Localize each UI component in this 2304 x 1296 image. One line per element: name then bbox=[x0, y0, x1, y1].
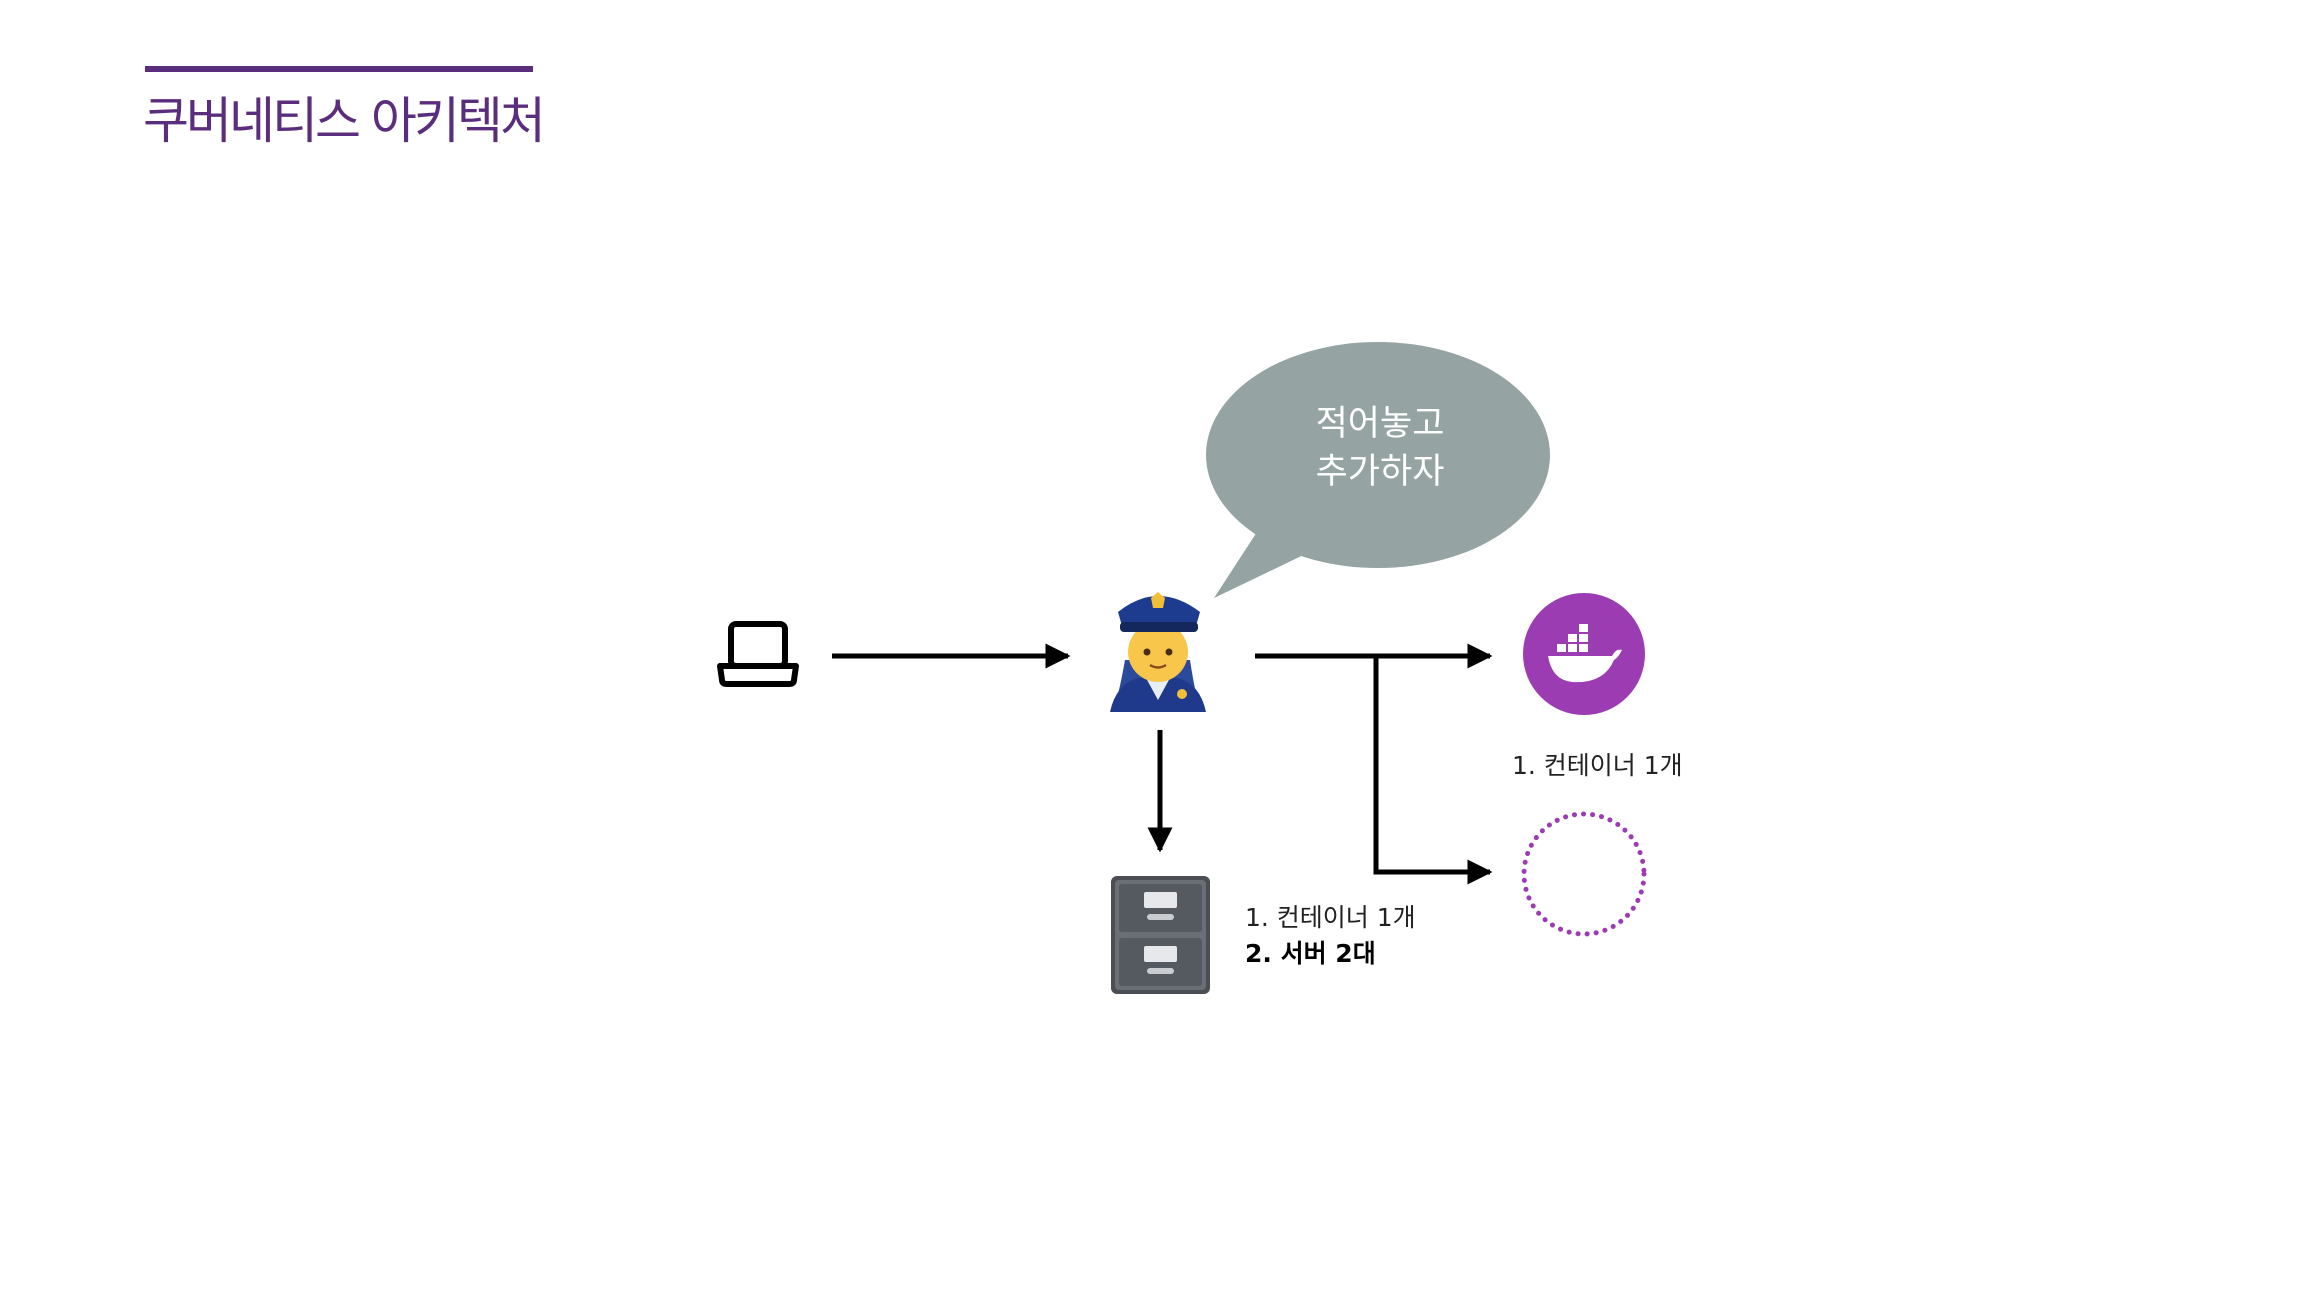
police-officer-icon bbox=[1110, 592, 1206, 712]
speech-bubble-line: 적어놓고 bbox=[1315, 404, 1445, 444]
dotted-circle-icon bbox=[1521, 811, 1647, 937]
docker-label: 1. 컨테이너 1개 bbox=[1512, 751, 1683, 780]
store-label-line-1: 1. 컨테이너 1개 bbox=[1245, 903, 1416, 932]
speech-bubble bbox=[1206, 342, 1550, 598]
store-label-line-2: 2. 서버 2대 bbox=[1245, 939, 1376, 968]
arrow-controller-to-containers bbox=[1255, 643, 1493, 885]
speech-bubble-text: 적어놓고 추가하자 bbox=[1280, 400, 1480, 496]
page-title: 쿠버네티스 아키텍처 bbox=[143, 92, 546, 150]
speech-bubble-line: 추가하자 bbox=[1315, 452, 1445, 492]
title-rule bbox=[145, 66, 533, 72]
file-cabinet-icon bbox=[1111, 876, 1210, 994]
laptop-icon bbox=[717, 621, 799, 687]
docker-whale-icon bbox=[1523, 593, 1645, 715]
